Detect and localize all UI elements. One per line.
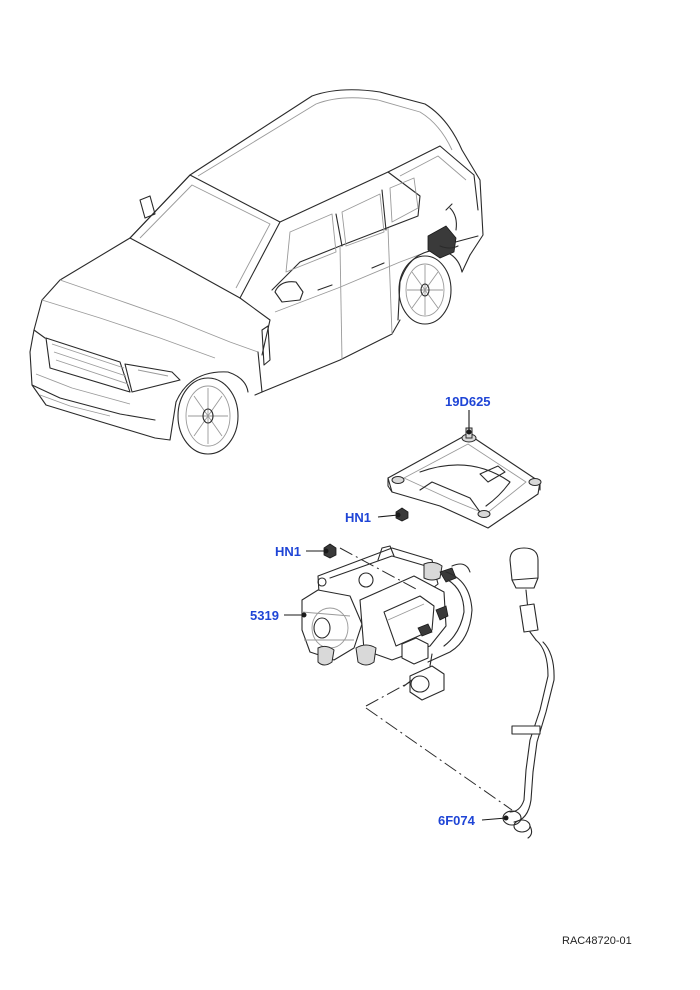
vehicle-illustration bbox=[29, 89, 484, 455]
callout-nut-lower: HN1 bbox=[275, 544, 301, 559]
installed-location-highlight bbox=[427, 203, 459, 259]
callout-nut-upper: HN1 bbox=[345, 510, 371, 525]
wiring-harness bbox=[502, 547, 555, 839]
alignment-centerlines bbox=[339, 547, 513, 811]
callout-compressor: 5319 bbox=[250, 608, 279, 623]
compressor-assembly bbox=[301, 545, 473, 701]
illustration-reference-code: RAC48720-01 bbox=[562, 935, 632, 947]
callout-bracket: 19D625 bbox=[445, 394, 491, 409]
nut-lower bbox=[323, 543, 337, 559]
callout-harness: 6F074 bbox=[438, 813, 476, 828]
callout-leaders bbox=[284, 410, 509, 821]
nut-upper bbox=[395, 507, 409, 522]
mounting-bracket bbox=[387, 427, 542, 529]
